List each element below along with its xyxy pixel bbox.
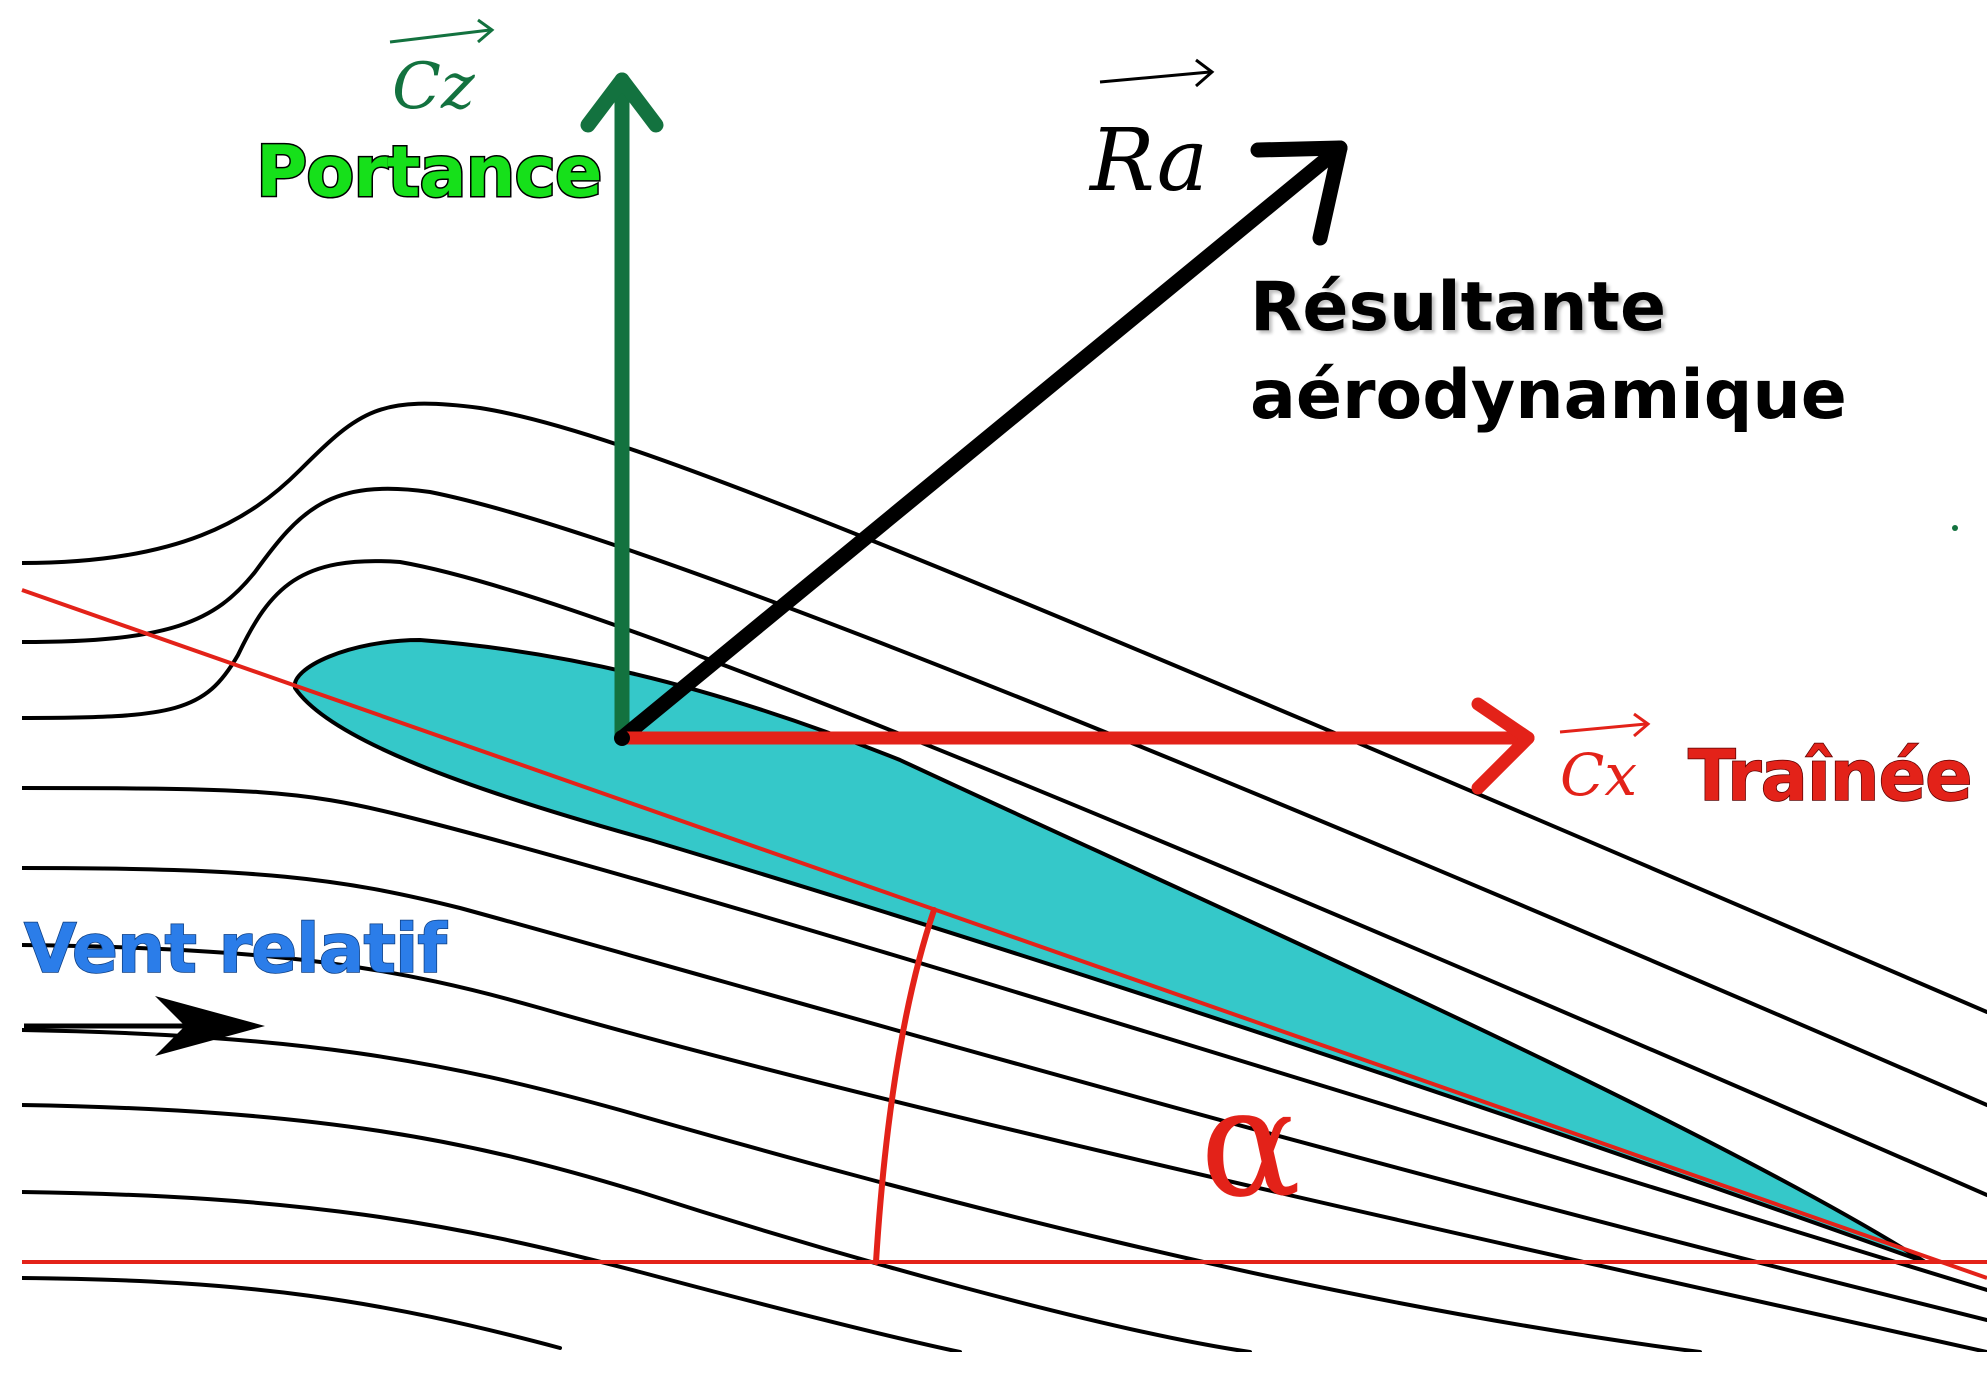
streamline (22, 1190, 962, 1352)
lift-vector-symbol: Cz (389, 18, 495, 124)
streamline (22, 866, 1987, 1322)
streamlines (22, 401, 1987, 1352)
streamline (22, 401, 1987, 1014)
streamline (22, 1276, 562, 1350)
resultant-label-line1: Résultante (1250, 268, 1666, 347)
drag-label: Traînée (1688, 735, 1972, 817)
svg-text:Ra: Ra (1088, 111, 1208, 211)
airfoil (292, 638, 1927, 1264)
resultant-vector (614, 140, 1348, 746)
svg-text:Cx: Cx (1560, 741, 1637, 809)
angle-of-attack-arc (873, 907, 937, 1265)
right-arrow-icon (24, 996, 265, 1056)
angle-symbol: α (1200, 1057, 1301, 1231)
streamline (22, 486, 1987, 1107)
streamline (22, 786, 1987, 1292)
streamline (22, 559, 1987, 1197)
drag-vector (615, 697, 1535, 795)
relative-wind-label: Vent relatif (24, 910, 448, 989)
center-of-pressure-point (614, 730, 630, 746)
stray-dot (1952, 525, 1958, 531)
lift-label: Portance (256, 131, 601, 213)
streamline (22, 1028, 1702, 1352)
chord-line (21, 588, 1987, 1280)
resultant-label-line2: aérodynamique (1250, 356, 1847, 435)
svg-text:Cz: Cz (392, 50, 476, 124)
streamline (22, 1103, 1252, 1352)
resultant-vector-symbol: Ra (1088, 58, 1215, 211)
drag-vector-symbol: Cx (1559, 712, 1651, 809)
streamline (22, 943, 1987, 1352)
lift-vector (580, 72, 664, 746)
